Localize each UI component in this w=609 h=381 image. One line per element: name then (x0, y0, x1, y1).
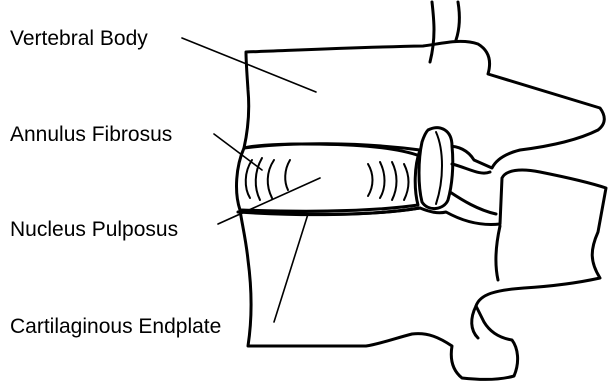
leader-cartilaginous-endplate (274, 214, 308, 322)
annulus-lamella-left-3 (268, 160, 274, 198)
lower-pedicle-line (496, 226, 500, 280)
facet-pedicle-gap-bottom (450, 192, 496, 214)
spinal-nerve-line-right (456, 2, 459, 40)
annulus-lamella-left-2 (256, 158, 262, 200)
annulus-lamella-left-1 (246, 160, 252, 198)
annulus-lamella-right-4 (404, 164, 409, 200)
annulus-lamella-left-4 (285, 160, 290, 190)
annulus-lamella-right-1 (368, 164, 373, 196)
facet-joint-capsule (419, 128, 453, 209)
spinal-nerve-line-left (430, 2, 434, 62)
leader-nucleus-pulposus (218, 178, 320, 224)
label-nucleus-pulposus: Nucleus Pulposus (10, 218, 178, 241)
annulus-fibrosus-outline (237, 144, 420, 211)
annulus-lamella-right-2 (380, 162, 385, 198)
facet-joint (419, 128, 496, 214)
label-vertebral-body: Vertebral Body (10, 27, 148, 50)
annulus-lamella-right-3 (392, 162, 397, 200)
label-annulus-fibrosus: Annulus Fibrosus (10, 123, 172, 146)
label-cartilaginous-endplate: Cartilaginous Endplate (10, 315, 221, 338)
